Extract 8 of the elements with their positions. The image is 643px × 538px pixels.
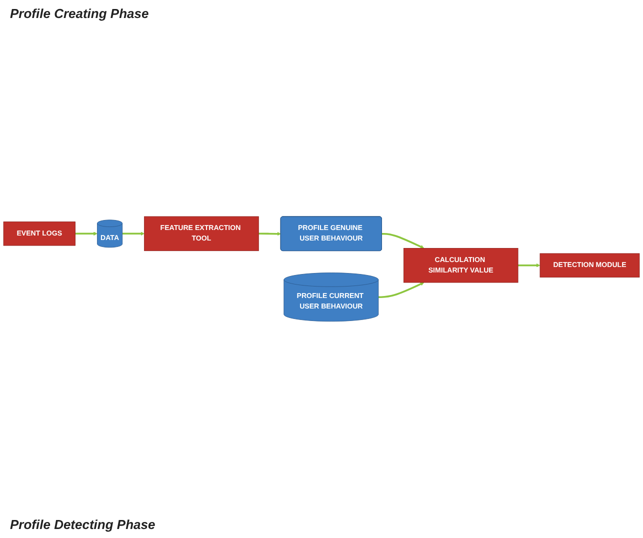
phase-label: Profile Creating Phase (9, 5, 150, 23)
arrow (258, 232, 281, 236)
arrow (378, 282, 424, 298)
phase-label: Profile Detecting Phase (9, 516, 156, 534)
arrow (518, 264, 540, 268)
arrow (382, 233, 424, 249)
arrow (75, 232, 98, 236)
arrow (122, 232, 144, 236)
